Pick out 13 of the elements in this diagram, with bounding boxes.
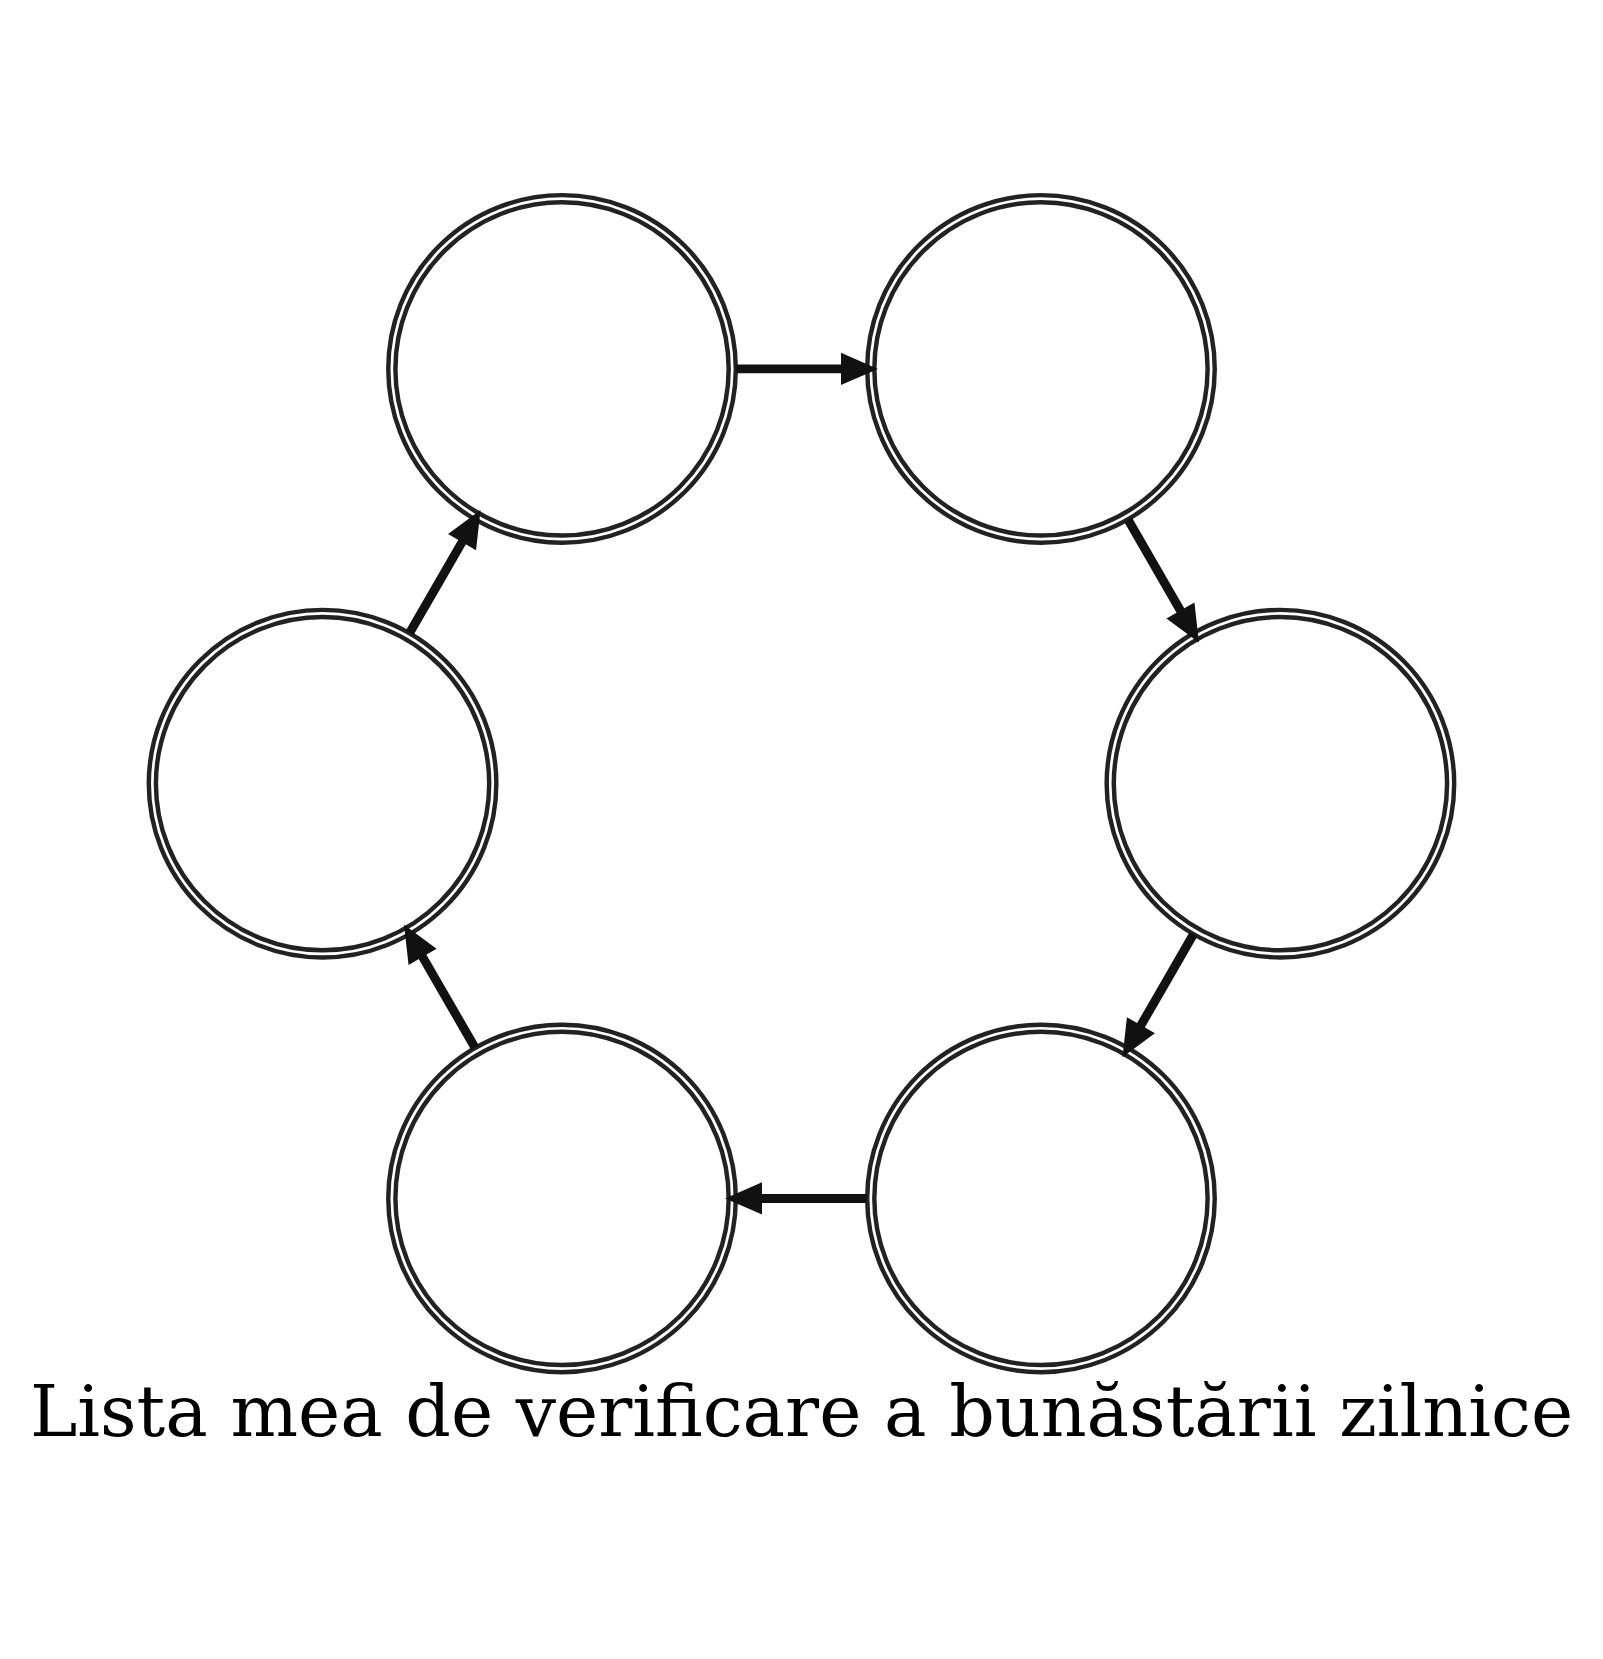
- node-circle: [386, 1021, 739, 1374]
- node-circle: [864, 1021, 1217, 1374]
- node-circle: [1104, 607, 1457, 960]
- node-circle: [386, 192, 739, 545]
- arrow: [1122, 931, 1198, 1057]
- diagram-title: Lista mea de verificare a bunăstării zilnice: [29, 1369, 1574, 1453]
- arrow: [736, 352, 878, 385]
- arrow: [405, 509, 481, 635]
- arrow: [404, 924, 479, 1050]
- node-circle: [864, 192, 1217, 545]
- arrow: [1124, 517, 1199, 642]
- arrow: [725, 1181, 867, 1215]
- node-circle: [146, 607, 499, 960]
